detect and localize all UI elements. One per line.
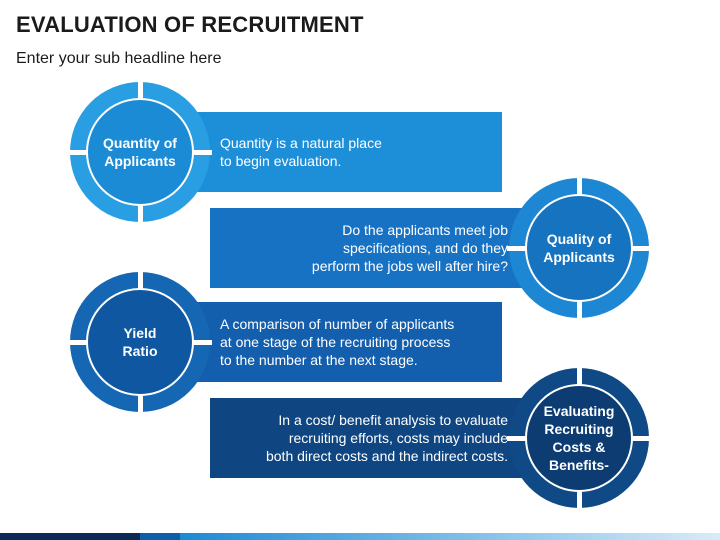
footer-segment	[0, 533, 140, 540]
step-2-label: Quality of Applicants	[525, 194, 633, 302]
footer-segment	[140, 533, 180, 540]
step-4-label: Evaluating Recruiting Costs & Benefits-	[525, 384, 633, 492]
page-subtitle: Enter your sub headline here	[16, 50, 222, 67]
step-4-description: In a cost/ benefit analysis to evaluate …	[265, 412, 508, 464]
step-4-description-bar: In a cost/ benefit analysis to evaluate …	[210, 398, 522, 478]
step-3-label: Yield Ratio	[86, 288, 194, 396]
step-2-circle: Quality of Applicants	[507, 176, 651, 320]
step-4-circle: Evaluating Recruiting Costs & Benefits-	[507, 366, 651, 510]
step-1-circle: Quantity of Applicants	[68, 80, 212, 224]
footer-segment	[180, 533, 720, 540]
step-2-description: Do the applicants meet job specification…	[311, 222, 508, 274]
step-1-label: Quantity of Applicants	[86, 98, 194, 206]
step-2-description-bar: Do the applicants meet job specification…	[210, 208, 522, 288]
step-3-description: A comparison of number of applicants at …	[220, 316, 455, 368]
step-3-circle: Yield Ratio	[68, 270, 212, 414]
step-3-description-bar: A comparison of number of applicants at …	[190, 302, 502, 382]
step-1-description: Quantity is a natural place to begin eva…	[220, 135, 382, 169]
footer-stripe	[0, 533, 720, 540]
page-title: EVALUATION OF RECRUITMENT	[16, 12, 364, 37]
step-1-description-bar: Quantity is a natural place to begin eva…	[190, 112, 502, 192]
